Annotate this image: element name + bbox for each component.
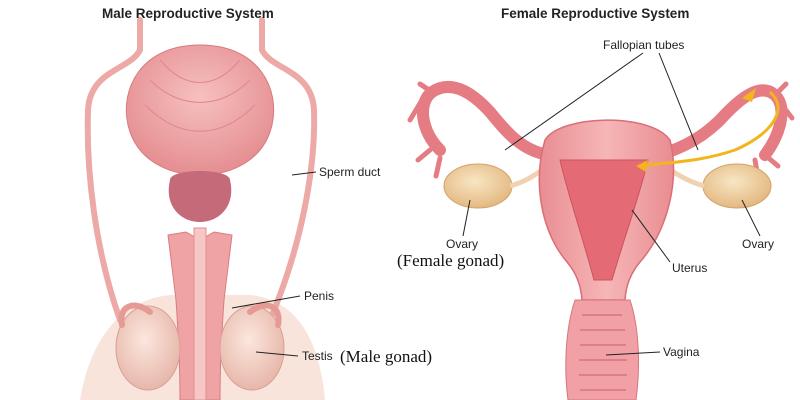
penis-leader — [231, 295, 301, 309]
egg-path-arrowhead-top — [742, 88, 756, 102]
bladder-muscle-lines — [144, 59, 256, 132]
female-title: Female Reproductive System — [501, 6, 689, 21]
prostate-shape — [168, 171, 232, 222]
sperm-duct-right — [259, 17, 318, 323]
ovary-left-leader — [462, 199, 471, 237]
testis-label: Testis — [302, 349, 333, 363]
male-title: Male Reproductive System — [102, 6, 274, 21]
uterine-cavity-shape — [559, 159, 649, 281]
testis-right — [219, 305, 285, 391]
ovary-left — [443, 163, 513, 209]
fallopian-leader-left — [504, 52, 644, 151]
testis-leader — [255, 351, 299, 357]
fimbriae-left — [407, 81, 443, 179]
penis-label: Penis — [304, 289, 334, 303]
male-anatomy — [80, 17, 325, 400]
egg-path-arrow — [639, 90, 780, 168]
fallopian-leader-right — [658, 52, 699, 151]
epididymis-left — [118, 302, 153, 328]
sperm-duct-left — [84, 17, 143, 323]
fallopian-tubes-label: Fallopian tubes — [603, 38, 684, 52]
testis-left — [115, 305, 181, 391]
vaginal-rugae-lines — [579, 314, 627, 391]
fimbriae-right — [752, 81, 795, 181]
urethra-shape — [193, 227, 207, 400]
ovary-right-leader — [741, 199, 761, 237]
ovary-right-label: Ovary — [742, 237, 774, 251]
ovarian-ligament-right — [668, 167, 705, 189]
uterus-leader — [631, 209, 671, 263]
vagina-label: Vagina — [663, 345, 700, 359]
ovary-left-label: Ovary — [446, 237, 478, 251]
uterus-label: Uterus — [672, 261, 707, 275]
sperm-duct-leader — [291, 171, 317, 176]
bladder-shape — [125, 44, 275, 176]
vagina-leader — [605, 351, 661, 356]
female-anatomy — [407, 80, 795, 400]
sperm-duct-label: Sperm duct — [319, 165, 381, 179]
female-gonad-note: (Female gonad) — [397, 251, 504, 270]
egg-path-arrowhead — [636, 160, 648, 172]
male-gonad-note: (Male gonad) — [340, 347, 432, 366]
fallopian-tube-left — [417, 80, 554, 161]
epididymis-right — [247, 302, 282, 328]
ovary-right — [702, 163, 772, 209]
